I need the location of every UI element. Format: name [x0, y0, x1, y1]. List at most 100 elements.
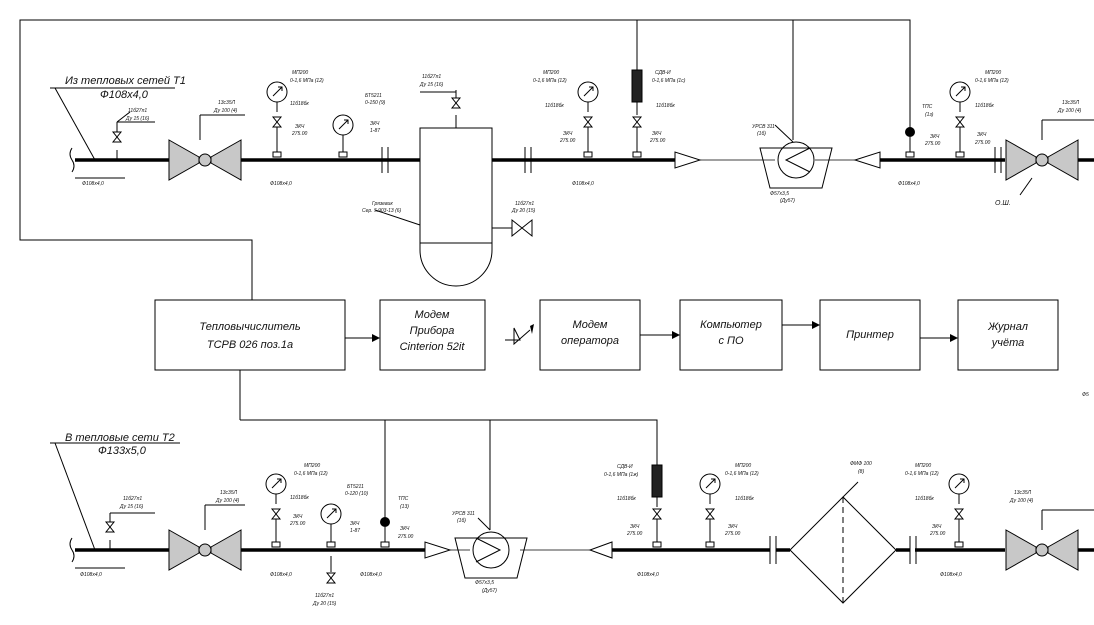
manometer-t2-3-tap-code: 275.00 — [929, 531, 946, 537]
flowmeter-t1-pipe: Ф57х3,5 — [770, 191, 789, 197]
printer-label: Принтер — [846, 329, 894, 341]
pressure-sensor — [631, 69, 643, 158]
device-modem-block: Модем Прибора Cinterion 52it — [379, 299, 486, 371]
temp-sensor-t1-tap: ЗКЧ — [930, 134, 940, 140]
manometer-2-tap-code: 275.00 — [559, 138, 576, 144]
return-line-title: В тепловые сети Т2 — [65, 432, 175, 444]
gate-valve-t2-right — [1005, 529, 1079, 571]
pipe-label-t1-a: Ф108х4,0 — [270, 181, 292, 187]
filter-pos: (8) — [858, 469, 864, 475]
gate-valve-right-size: Ду 100 (4) — [1057, 108, 1082, 114]
gate-valve-t2-right-size: Ду 100 (4) — [1009, 498, 1034, 504]
manometer-1-range: 0-1,6 МПа (12) — [290, 78, 324, 84]
flow-direction-arrow-2 — [853, 151, 881, 169]
mud-trap-drain-label: 11б27п1 — [515, 201, 534, 207]
thermometer-range: 0-150 (9) — [365, 100, 386, 106]
manometer-2-tap: ЗКЧ — [563, 131, 573, 137]
flowmeter-t2-dn: (Ду57) — [482, 588, 497, 594]
thermometer-label: БТ5211 — [365, 93, 382, 99]
flowmeter-t2-label: УРСВ 311 — [452, 511, 475, 517]
manometer-2-label: МП200 — [543, 70, 559, 76]
manometer-t2-2-range: 0-1,6 МПа (12) — [725, 471, 759, 477]
pipe-label-t2-b: Ф108х4,0 — [360, 572, 382, 578]
filter-label: ФМФ 100 — [850, 461, 872, 467]
pressure-sensor-t2 — [651, 464, 663, 548]
mud-trap-label: Грязевик — [372, 201, 393, 207]
pipe-label-t1-d: Ф108х4,0 — [82, 181, 104, 187]
thermometer-t2-tap: ЗКЧ — [350, 521, 360, 527]
manometer-3-valve: 11б18бк — [975, 103, 994, 109]
mud-trap — [419, 90, 533, 287]
temp-sensor-t1 — [905, 127, 915, 158]
flow-direction-arrow — [674, 151, 702, 169]
journal-block: Журнал учёта — [957, 299, 1059, 371]
pipe-label-t2-a: Ф108х4,0 — [270, 572, 292, 578]
temp-sensor-t2-tap: ЗКЧ — [400, 526, 410, 532]
pressure-sensor-t2-range: 0-1,6 МПа (1ж) — [604, 472, 639, 478]
temp-sensor-t2 — [380, 517, 390, 548]
manometer-t2-3-tap: ЗКЧ — [932, 524, 942, 530]
drain-valve-t2b-size: Ду 20 (15) — [312, 601, 337, 607]
device-modem-line2: Прибора — [410, 325, 455, 337]
manometer-3-tap-code: 275.00 — [974, 140, 991, 146]
flowmeter-t1-label: УРСВ 311 — [752, 124, 775, 130]
manometer-t2-1-range: 0-1,6 МПа (12) — [294, 471, 328, 477]
thermometer-t2 — [320, 503, 342, 584]
manometer-t2-1-label: МП200 — [304, 463, 320, 469]
calculator-model: ТСРВ 026 поз.1а — [207, 339, 293, 351]
os-label: О.Ш. — [995, 200, 1011, 207]
computer-line1: Компьютер — [700, 319, 762, 331]
temp-sensor-t2-pos: (13) — [400, 504, 409, 510]
mud-trap-series: Сер. 5.903-13 (6) — [362, 208, 402, 214]
manometer-t2-2-label: МП200 — [735, 463, 751, 469]
flowmeter-t1-pos: (1б) — [757, 131, 766, 137]
printer-block: Принтер — [819, 299, 921, 371]
manometer-t2-3-range: 0-1,6 МПа (12) — [905, 471, 939, 477]
flowmeter-t1 — [759, 141, 833, 189]
computer-block: Компьютер с ПО — [679, 299, 783, 371]
manometer-t2-2-tap: ЗКЧ — [728, 524, 738, 530]
supply-line-diameter: Ф108х4,0 — [100, 89, 149, 101]
manometer-t2-2 — [699, 473, 721, 548]
manometer-2 — [577, 81, 599, 158]
manometer-3-range: 0-1,6 МПа (12) — [975, 78, 1009, 84]
pipe-label-t1-c: Ф108х4,0 — [898, 181, 920, 187]
vent-valve-size: Ду 15 (16) — [419, 82, 444, 88]
manometer-3 — [949, 81, 971, 158]
manometer-t2-1-tap: ЗКЧ — [293, 514, 303, 520]
operator-modem-line2: оператора — [561, 335, 619, 347]
gate-valve-left-size: Ду 100 (4) — [213, 108, 238, 114]
signal-lines — [19, 19, 911, 530]
pressure-sensor-label: СДВ-И — [655, 70, 671, 76]
pressure-sensor-t2-label: СДВ-И — [617, 464, 633, 470]
thermometer-t2-range: 0-120 (10) — [345, 491, 368, 497]
thermometer-t2-label: БТ5211 — [347, 484, 364, 490]
pipe-label-t2-c: Ф108х4,0 — [637, 572, 659, 578]
temp-sensor-t2-tap-code: 275.00 — [397, 534, 414, 540]
manometer-1-tap: ЗКЧ — [295, 124, 305, 130]
calculator-block: Тепловычислитель ТСРВ 026 поз.1а — [154, 299, 346, 371]
drain-valve-t2-label: 11б27п1 — [123, 496, 142, 502]
flow-direction-arrow-t2b — [588, 541, 613, 559]
journal-line1: Журнал — [987, 321, 1028, 333]
manometer-t2-2-tap-code: 275.00 — [724, 531, 741, 537]
computer-line2: с ПО — [718, 335, 744, 347]
manometer-t2-1-valve: 11б18бк — [290, 495, 309, 501]
flowmeter-t2-pos: (1б) — [457, 518, 466, 524]
pressure-sensor-t2-tap: ЗКЧ — [630, 524, 640, 530]
thermometer-t2-tap-code: 1-87 — [350, 528, 360, 534]
manometer-t2-3 — [948, 473, 970, 548]
mud-trap-drain-size: Ду 20 (15) — [511, 208, 536, 214]
gate-valve-right-label: 13с35Л — [1062, 100, 1080, 106]
operator-modem-line1: Модем — [573, 319, 608, 331]
temp-sensor-t1-tap-code: 275.00 — [924, 141, 941, 147]
manometer-t2-3-label: МП200 — [915, 463, 931, 469]
pipe-label-t2-d: Ф108х4,0 — [940, 572, 962, 578]
block-arrows — [345, 321, 958, 346]
supply-line-t1 — [69, 147, 1094, 173]
gate-valve-t2-right-label: 13с35Л — [1014, 490, 1032, 496]
gate-valve-right — [1005, 139, 1079, 181]
journal-line2: учёта — [991, 337, 1024, 349]
temp-sensor-t1-pos: (1з) — [925, 112, 934, 118]
